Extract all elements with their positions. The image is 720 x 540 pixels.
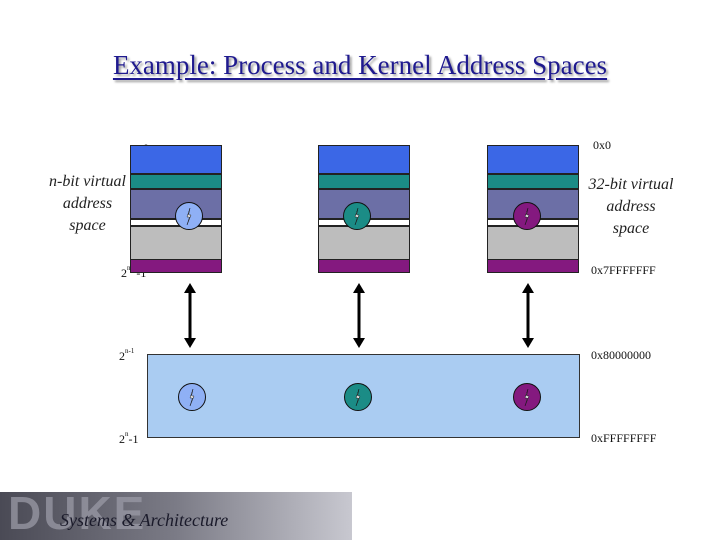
label-hex-kernel-base: 0x80000000 — [591, 348, 651, 362]
label-n-bit-line1: n-bit virtual — [49, 173, 126, 190]
thread-icon-teal — [344, 383, 372, 411]
kernel-top-exp: n — [125, 430, 129, 438]
kernel-address-space — [147, 354, 580, 438]
footer-subtitle: Systems & Architecture — [60, 510, 229, 530]
segment-data — [318, 174, 410, 189]
segment-code — [130, 145, 222, 174]
segment-stack — [318, 259, 410, 273]
double-arrow-icon — [353, 283, 365, 348]
label-kernel-base: 2n-1 — [119, 347, 135, 364]
label-n-bit-space: n-bit virtual address space — [30, 171, 145, 237]
kernel-base-exp: n-1 — [125, 347, 135, 355]
segment-stack — [130, 259, 222, 273]
thread-icon-teal — [343, 202, 371, 230]
label-hex-user-top: 0x7FFFFFFF — [591, 263, 656, 277]
segment-data — [130, 174, 222, 189]
label-32-bit-space: 32-bit virtual address space — [575, 174, 687, 240]
label-32-bit-line3: space — [612, 220, 650, 237]
process-address-space-2 — [318, 145, 410, 273]
label-32-bit-line2: address — [606, 198, 656, 215]
slide-title: Example: Process and Kernel Address Spac… — [112, 50, 608, 80]
segment-code — [318, 145, 410, 174]
double-arrow-icon — [184, 283, 196, 348]
user-top-base: 2 — [121, 266, 127, 280]
segment-unused — [318, 226, 410, 261]
segment-data — [487, 174, 579, 189]
thread-icon-blue — [178, 383, 206, 411]
label-32-bit-line1: 32-bit virtual — [588, 176, 674, 193]
kernel-base-base: 2 — [119, 349, 125, 363]
segment-unused — [487, 226, 579, 261]
label-hex-kernel-top: 0xFFFFFFFF — [591, 431, 657, 445]
segment-unused — [130, 226, 222, 261]
segment-stack — [487, 259, 579, 273]
label-n-bit-line3: space — [69, 217, 106, 234]
duke-logo: DUKE — [8, 487, 147, 539]
label-n-bit-line2: address — [62, 195, 113, 212]
segment-code — [487, 145, 579, 174]
thread-icon-purple — [513, 383, 541, 411]
kernel-top-base: 2 — [119, 432, 125, 446]
double-arrow-icon — [522, 283, 534, 348]
user-top-suffix: -1 — [136, 266, 147, 280]
thread-icon-purple — [513, 202, 541, 230]
thread-icon-blue — [175, 202, 203, 230]
kernel-top-suffix: -1 — [128, 432, 139, 446]
label-kernel-top: 2n-1 — [119, 430, 139, 447]
label-hex-zero: 0x0 — [593, 138, 611, 152]
footer-banner: DUKE Systems & Architecture — [0, 487, 352, 540]
